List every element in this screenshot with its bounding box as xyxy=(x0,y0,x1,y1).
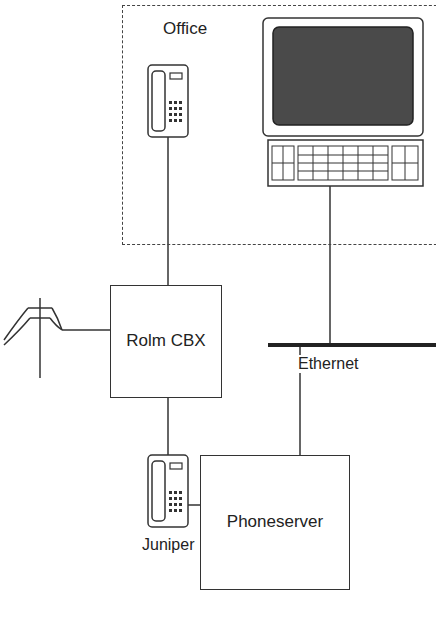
connector-line xyxy=(168,245,169,285)
switch-box: Rolm CBX xyxy=(110,285,222,398)
node-text: Office xyxy=(163,19,207,39)
server-box: Phoneserver xyxy=(200,455,350,590)
network-label: Ethernet xyxy=(296,355,360,373)
node-text: Phoneserver xyxy=(221,512,329,532)
node-text: Rolm CBX xyxy=(120,331,211,351)
office-region: Office xyxy=(122,5,436,245)
phone-label: Juniper xyxy=(140,536,196,554)
